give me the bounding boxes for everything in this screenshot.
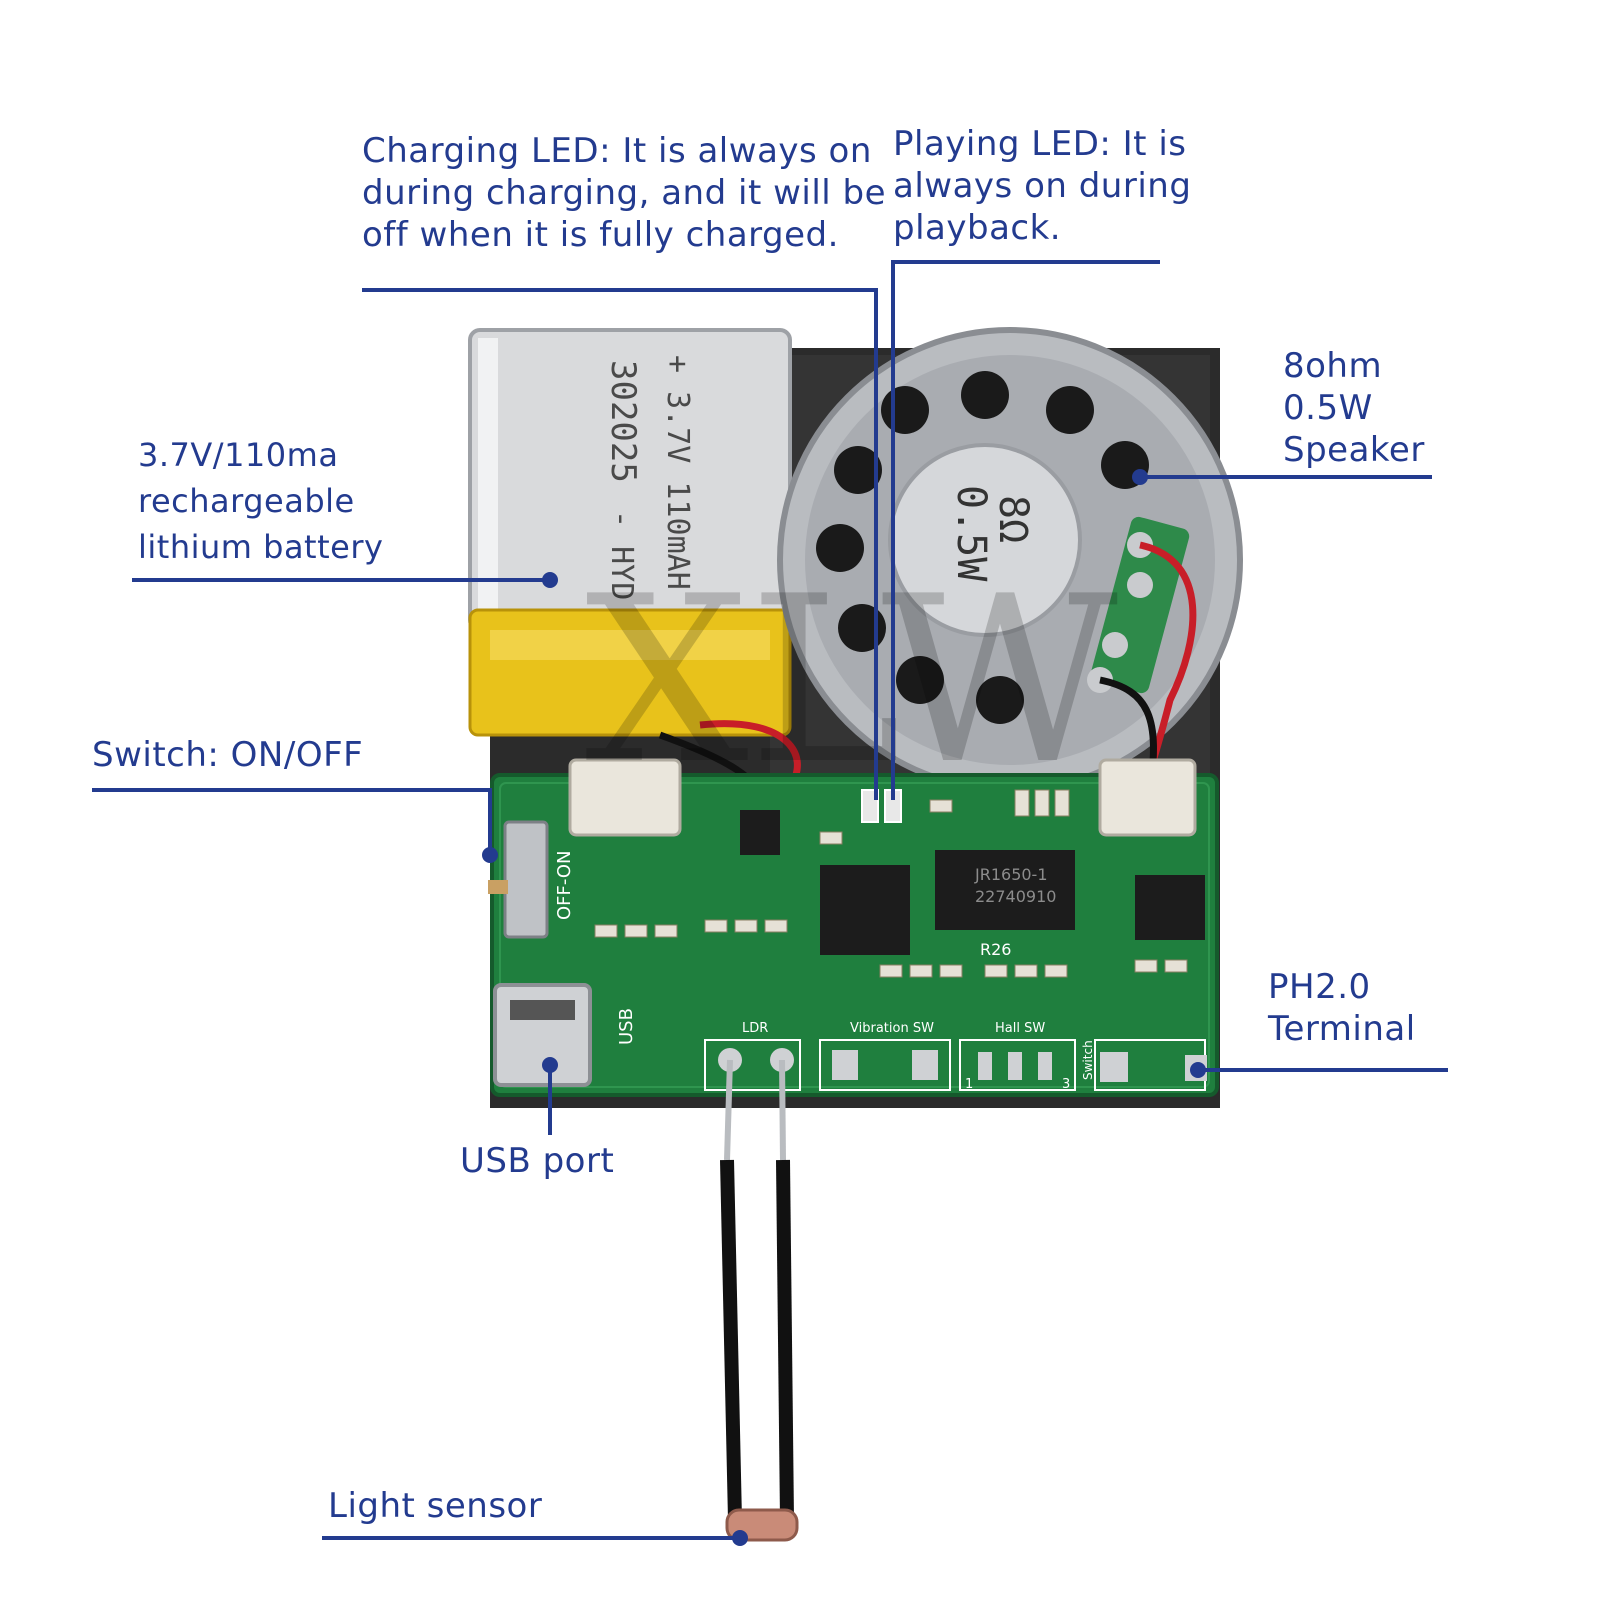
speaker-hole xyxy=(881,386,929,434)
ldr-lead xyxy=(779,1059,786,1161)
switch-line: Switch: ON/OFF xyxy=(92,735,364,775)
light-sensor-line: Light sensor xyxy=(328,1486,543,1526)
battery-spec-text: + 3.7V 110mAH xyxy=(660,355,695,590)
charging-led-line: during charging, and it will be xyxy=(362,173,887,213)
charging-led-label: Charging LED: It is always on during cha… xyxy=(362,130,886,256)
silkscreen-pin1: 1 xyxy=(965,1077,973,1092)
chip-line2: 22740910 xyxy=(975,887,1056,906)
playing-led-leader xyxy=(891,260,1160,800)
pcb: OFF-ON USB JR1650-1 22740910 R26 LDR xyxy=(488,758,1219,1097)
charging-led-line: Charging LED: It is always on xyxy=(362,131,872,171)
battery-connector xyxy=(568,758,682,837)
silkscreen-pin3: 3 xyxy=(1062,1077,1070,1092)
playing-led-line: always on during xyxy=(893,166,1192,206)
silkscreen-hall: Hall SW xyxy=(995,1021,1045,1036)
chip-left xyxy=(820,865,910,955)
switch-label: Switch: ON/OFF xyxy=(92,734,363,776)
chip-right xyxy=(1135,875,1205,940)
usb-port-line: USB port xyxy=(460,1141,615,1181)
battery: 302025 - HYD + 3.7V 110mAH xyxy=(468,328,792,737)
ldr-lead xyxy=(724,1059,733,1161)
usb-port-label: USB port xyxy=(460,1140,614,1182)
slide-switch xyxy=(503,820,549,939)
speaker-hole xyxy=(816,524,864,572)
silkscreen-off-on: OFF-ON xyxy=(554,850,575,920)
switch-leader xyxy=(92,788,492,855)
playing-led-line: Playing LED: It is xyxy=(893,124,1187,164)
chip-main xyxy=(935,850,1075,930)
battery-line: lithium battery xyxy=(138,528,384,566)
silkscreen-switch: Switch xyxy=(1081,1040,1095,1080)
battery-line: 3.7V/110ma xyxy=(138,436,339,474)
chip-line1: JR1650-1 xyxy=(974,865,1048,884)
silkscreen-vibration: Vibration SW xyxy=(850,1021,934,1036)
silkscreen-usb: USB xyxy=(616,1008,637,1045)
speaker-connector xyxy=(1098,758,1197,837)
ldr-wire xyxy=(776,1159,794,1521)
light-sensor-label: Light sensor xyxy=(328,1485,542,1527)
switch-leader-dot xyxy=(482,847,498,863)
terminal-line: Terminal xyxy=(1268,1009,1416,1049)
usb-leader-dot xyxy=(542,1057,558,1073)
speaker-impedance-text: 8Ω xyxy=(990,495,1036,543)
battery-line: rechargeable xyxy=(138,482,355,520)
battery-leader-dot xyxy=(542,572,558,588)
terminal-label: PH2.0 Terminal xyxy=(1268,966,1416,1050)
speaker-line: 8ohm xyxy=(1283,346,1383,386)
ldr-wire xyxy=(720,1159,742,1521)
battery-model-text: 302025 xyxy=(603,360,643,483)
terminal-leader-dot xyxy=(1190,1062,1206,1078)
charging-led-leader xyxy=(362,288,878,800)
speaker-line: Speaker xyxy=(1283,430,1425,470)
speaker-hole xyxy=(1046,386,1094,434)
speaker-leader-dot xyxy=(1132,469,1148,485)
terminal-line: PH2.0 xyxy=(1268,967,1371,1007)
playing-led-line: playback. xyxy=(893,208,1062,248)
playing-led-label: Playing LED: It is always on during play… xyxy=(893,123,1191,249)
speaker-hole xyxy=(834,446,882,494)
watermark: XLW xyxy=(585,548,1118,815)
speaker-hole xyxy=(961,371,1009,419)
charging-led-line: off when it is fully charged. xyxy=(362,215,839,255)
chip-small xyxy=(740,810,780,855)
light-sensor-leader-dot xyxy=(732,1530,748,1546)
speaker-hole xyxy=(976,676,1024,724)
speaker-label: 8ohm 0.5W Speaker xyxy=(1283,345,1425,471)
speaker-line: 0.5W xyxy=(1283,388,1373,428)
battery-brand-text: - HYD xyxy=(604,510,639,600)
speaker-power-text: 0.5W xyxy=(948,485,994,582)
battery-label: 3.7V/110ma rechargeable lithium battery xyxy=(138,432,383,570)
silkscreen-ldr: LDR xyxy=(742,1021,768,1036)
silkscreen-r26: R26 xyxy=(980,940,1011,959)
speaker-hole xyxy=(896,656,944,704)
